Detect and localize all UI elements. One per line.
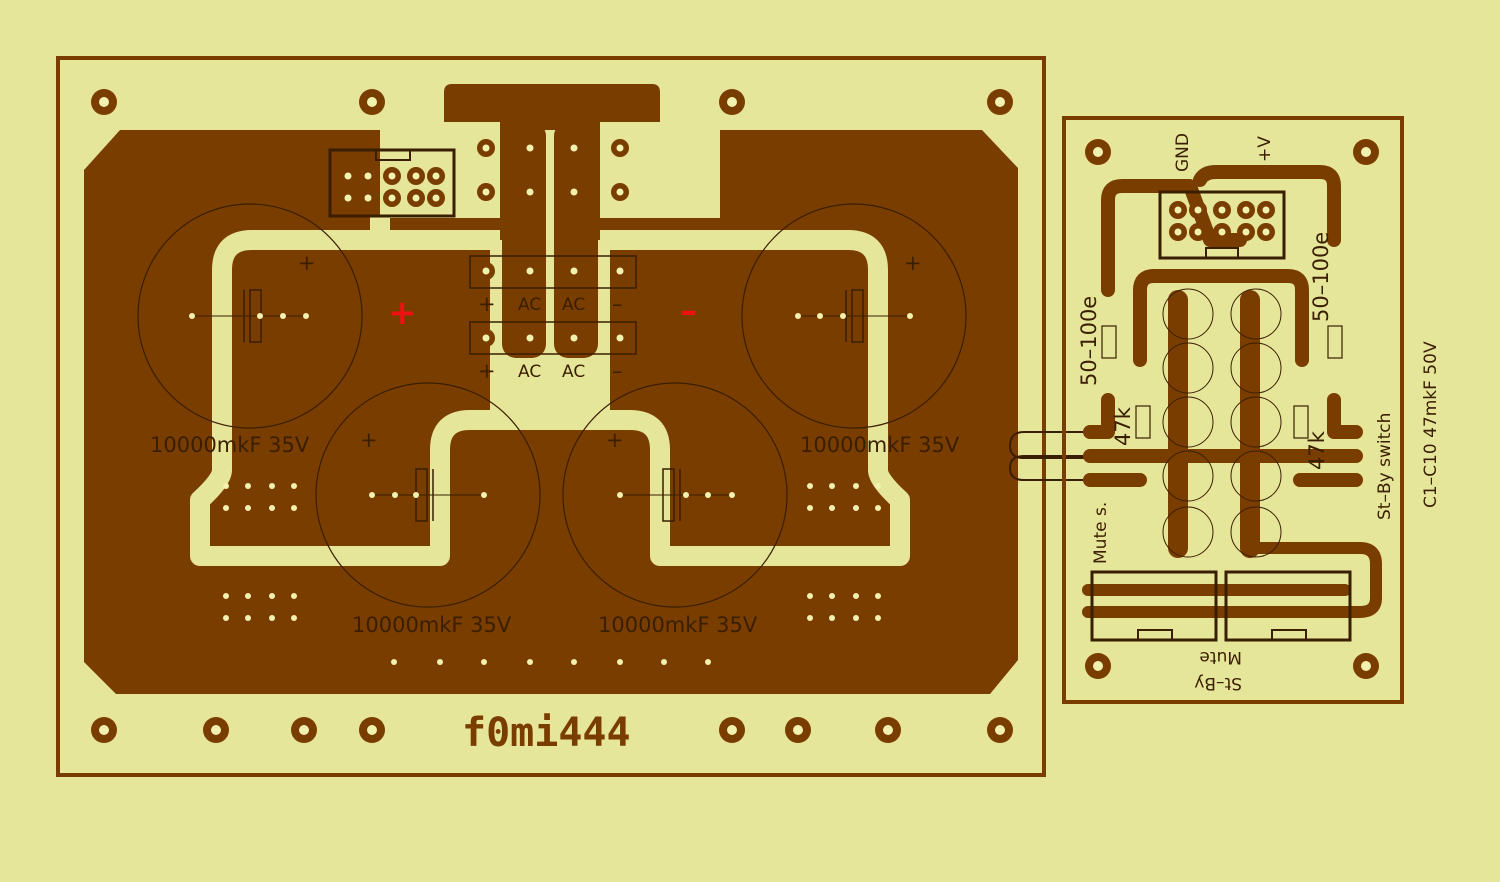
- main-board-outline: [56, 56, 1046, 777]
- ac-trace-right: [554, 122, 598, 358]
- power-connector: [1158, 190, 1286, 260]
- mute-s-label: Mute s.: [1091, 502, 1111, 564]
- mute-connector: [1090, 570, 1218, 642]
- small-capacitors: [1162, 288, 1282, 558]
- bridge-label-ac1-top: AC: [518, 295, 541, 315]
- ac-trace-left: [502, 122, 546, 358]
- resistor-right-top-label: 50–100e: [1309, 232, 1333, 322]
- bridge-label-plus-top: +: [478, 292, 496, 316]
- minus-polarity-marker: –: [680, 291, 697, 331]
- bridge-label-minus-top: –: [612, 292, 623, 316]
- st-by-connector-label: St–By: [1194, 673, 1242, 693]
- wire-loops: [1008, 431, 1084, 481]
- input-connector: [328, 148, 456, 218]
- capacitor-1-sign: +: [298, 251, 316, 275]
- mute-connector-label: Mute: [1199, 647, 1242, 667]
- resistors: [1101, 325, 1343, 439]
- bridge-label-minus-bottom: –: [612, 359, 623, 383]
- side-board-outline: [1062, 116, 1404, 704]
- bridge-label-plus-bottom: +: [478, 359, 496, 383]
- caps-note-label: C1–C10 47mkF 50V: [1421, 341, 1441, 508]
- resistor-right-mid-label: 47k: [1305, 430, 1329, 470]
- capacitor-3-label: 10000mkF 35V: [598, 613, 758, 637]
- bridge-rectifier: [469, 139, 637, 355]
- bridge-label-ac2-bottom: AC: [562, 362, 585, 382]
- side-board: GND +V 50–100e 50–100e 47k 47k Mute s. S…: [1062, 116, 1441, 704]
- capacitor-3-sign: +: [606, 428, 624, 452]
- capacitor-1: + 10000mkF 35V: [137, 203, 363, 457]
- gnd-label: GND: [1173, 133, 1193, 172]
- plus-polarity-marker: +: [388, 293, 417, 333]
- capacitor-2: + 10000mkF 35V: [315, 382, 541, 637]
- capacitor-1-label: 10000mkF 35V: [150, 433, 310, 457]
- bridge-labels: + AC AC – + AC AC –: [478, 292, 623, 383]
- capacitor-3: + 10000mkF 35V: [562, 382, 788, 637]
- bridge-label-ac1-bottom: AC: [518, 362, 541, 382]
- capacitor-4-label: 10000mkF 35V: [800, 433, 960, 457]
- side-traces: [1082, 165, 1382, 618]
- v-plus-label: +V: [1255, 136, 1275, 162]
- main-board: + AC AC – + AC AC – + – + 10000mkF 35V: [56, 56, 1046, 777]
- capacitor-2-label: 10000mkF 35V: [352, 613, 512, 637]
- st-by-connector: [1224, 570, 1352, 642]
- bridge-label-ac2-top: AC: [562, 295, 585, 315]
- board-title: f0mi444: [462, 710, 631, 756]
- st-by-switch-label: St–By switch: [1375, 413, 1395, 520]
- capacitor-4: + 10000mkF 35V: [741, 203, 967, 457]
- resistor-left-mid-label: 47k: [1111, 406, 1135, 446]
- connector-gap-right: [600, 122, 720, 218]
- resistor-left-top-label: 50–100e: [1077, 296, 1101, 386]
- capacitor-2-sign: +: [360, 428, 378, 452]
- capacitor-4-sign: +: [904, 251, 922, 275]
